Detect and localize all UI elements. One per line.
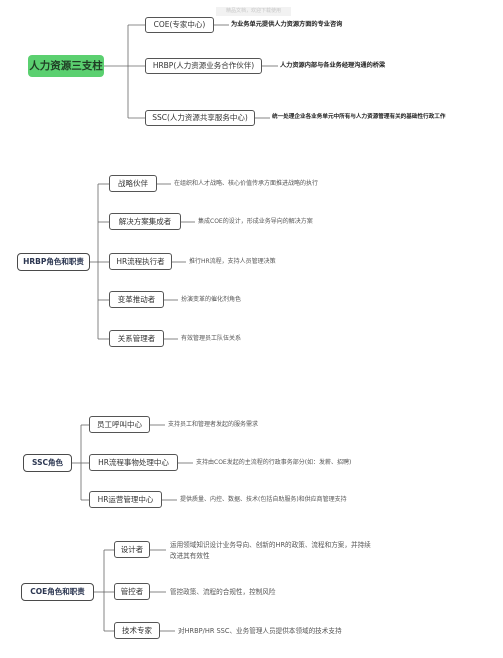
leaf-desc-hr-operations-center: 提供质量、内控、数据、技术(包括自助服务)和供应商管理支持: [180, 496, 347, 503]
child-node-relationship-manager[interactable]: 关系管理者: [109, 330, 164, 347]
root-node-ssc-roles[interactable]: SSC角色: [23, 454, 72, 472]
leaf-desc-strategic-partner: 在组织和人才战略、核心价值传承方面推进战略的执行: [174, 180, 319, 187]
leaf-desc-change-agent: 扮演变革的催化剂角色: [181, 296, 242, 303]
leaf-desc-controller: 管控政策、流程的合规性，控制风险: [170, 588, 276, 596]
child-node-ssc[interactable]: SSC(人力资源共享服务中心): [145, 110, 255, 126]
leaf-desc-hr-transaction-center: 支持由COE发起的主流程的行政事务部分(如：发薪、招聘): [196, 459, 352, 466]
child-node-coe[interactable]: COE(专家中心): [145, 17, 214, 33]
child-node-hrbp[interactable]: HRBP(人力资源业务合作伙伴): [145, 58, 262, 74]
child-node-employee-call-center[interactable]: 员工呼叫中心: [89, 416, 150, 433]
child-node-controller[interactable]: 管控者: [114, 583, 150, 600]
child-node-hr-transaction-center[interactable]: HR流程事物处理中心: [89, 454, 178, 471]
leaf-desc-designer: 运用领域知识设计业务导向、创新的HR的政策、流程和方案，并持续改进其有效性: [170, 541, 371, 560]
root-node-hrbp-roles[interactable]: HRBP角色和职责: [17, 253, 90, 271]
leaf-desc-coe: 为业务单元提供人力资源方面的专业咨询: [231, 21, 343, 28]
child-node-change-agent[interactable]: 变革推动者: [109, 291, 164, 308]
leaf-desc-employee-call-center: 支持员工和管理者发起的服务需求: [168, 421, 259, 428]
leaf-desc-relationship-manager: 有效管理员工队伍关系: [181, 335, 242, 342]
child-node-designer[interactable]: 设计者: [114, 541, 150, 558]
leaf-desc-solution-integrator: 集成COE的设计，形成业务导向的解决方案: [198, 218, 313, 225]
child-node-strategic-partner[interactable]: 战略伙伴: [109, 175, 157, 192]
leaf-desc-process-executor: 推行HR流程，支持人员管理决策: [189, 258, 276, 265]
root-node-coe-roles[interactable]: COE角色和职责: [21, 583, 94, 601]
leaf-desc-technical-expert: 对HRBP/HR SSC、业务管理人员提供本领域的技术支持: [178, 627, 342, 635]
leaf-desc-ssc: 统一处理企业各业务单元中所有与人力资源管理有关的基础性行政工作: [272, 114, 446, 120]
root-node-hr-three-pillars[interactable]: 人力资源三支柱: [28, 55, 104, 77]
child-node-hr-operations-center[interactable]: HR运营管理中心: [89, 491, 162, 508]
child-node-solution-integrator[interactable]: 解决方案集成者: [109, 213, 181, 230]
child-node-technical-expert[interactable]: 技术专家: [114, 622, 160, 639]
child-node-process-executor[interactable]: HR流程执行者: [109, 253, 172, 270]
leaf-desc-hrbp: 人力资源内部与各业务经理沟通的桥梁: [280, 62, 386, 69]
watermark: 精品文档，欢迎下载使用: [216, 7, 291, 16]
